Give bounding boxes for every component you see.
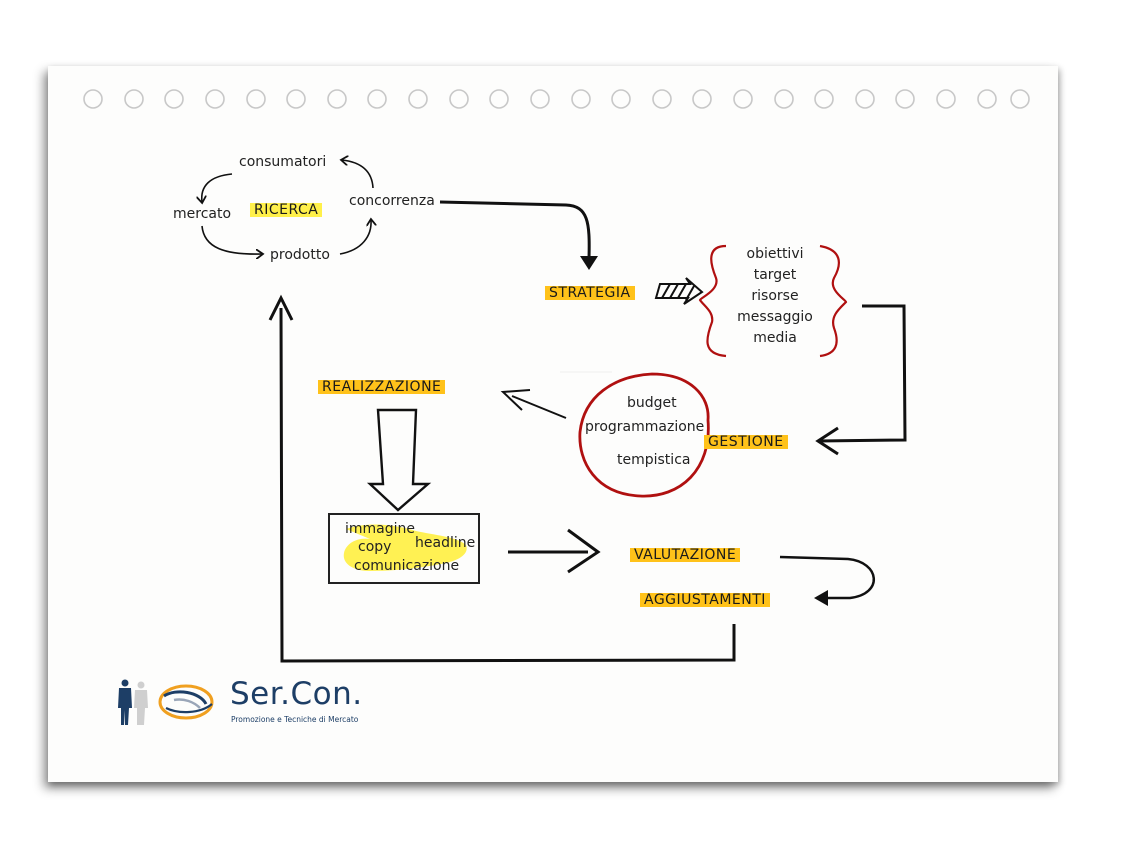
realizzazione-box: immagine copy headline comunicazione [328,513,480,584]
strategia-item-messaggio: messaggio [737,309,813,325]
realizzazione-label: REALIZZAZIONE [318,378,446,396]
notepad-page [48,66,1058,782]
ricerca-item-consumatori: consumatori [239,154,327,170]
ricerca-item-mercato: mercato [173,206,232,222]
gestione-item-budget: budget [627,395,677,411]
strategia-item-target: target [753,267,797,283]
strategia-item-media: media [753,330,797,346]
realizzazione-item-immagine: immagine [345,521,416,537]
aggiustamenti-label: AGGIUSTAMENTI [640,591,770,609]
binding-holes [83,89,1030,109]
realizzazione-item-headline: headline [415,535,476,551]
gestione-item-tempistica: tempistica [617,452,691,468]
swoosh-icon [158,684,214,720]
sercon-logo-tagline: Promozione e Tecniche di Mercato [231,715,359,724]
valutazione-label: VALUTAZIONE [630,546,741,564]
businessman-icon [118,679,132,725]
ricerca-item-concorrenza: concorrenza [349,193,435,209]
strategia-item-obiettivi: obiettivi [746,246,804,262]
strategia-label: STRATEGIA [545,284,635,302]
gestione-label: GESTIONE [704,433,788,451]
strategia-items: obiettivi target risorse messaggio media [732,244,818,349]
yellow-scribble-highlight [343,524,467,571]
realizzazione-item-comunicazione: comunicazione [354,558,460,574]
realizzazione-item-copy: copy [358,539,392,555]
gestione-item-programmazione: programmazione [585,419,705,435]
strategia-item-risorse: risorse [751,288,799,304]
ricerca-item-prodotto: prodotto [270,247,330,263]
sercon-logo-mark [118,679,214,725]
sercon-logo-name: Ser.Con. [230,676,363,712]
ricerca-label: RICERCA [250,201,323,219]
